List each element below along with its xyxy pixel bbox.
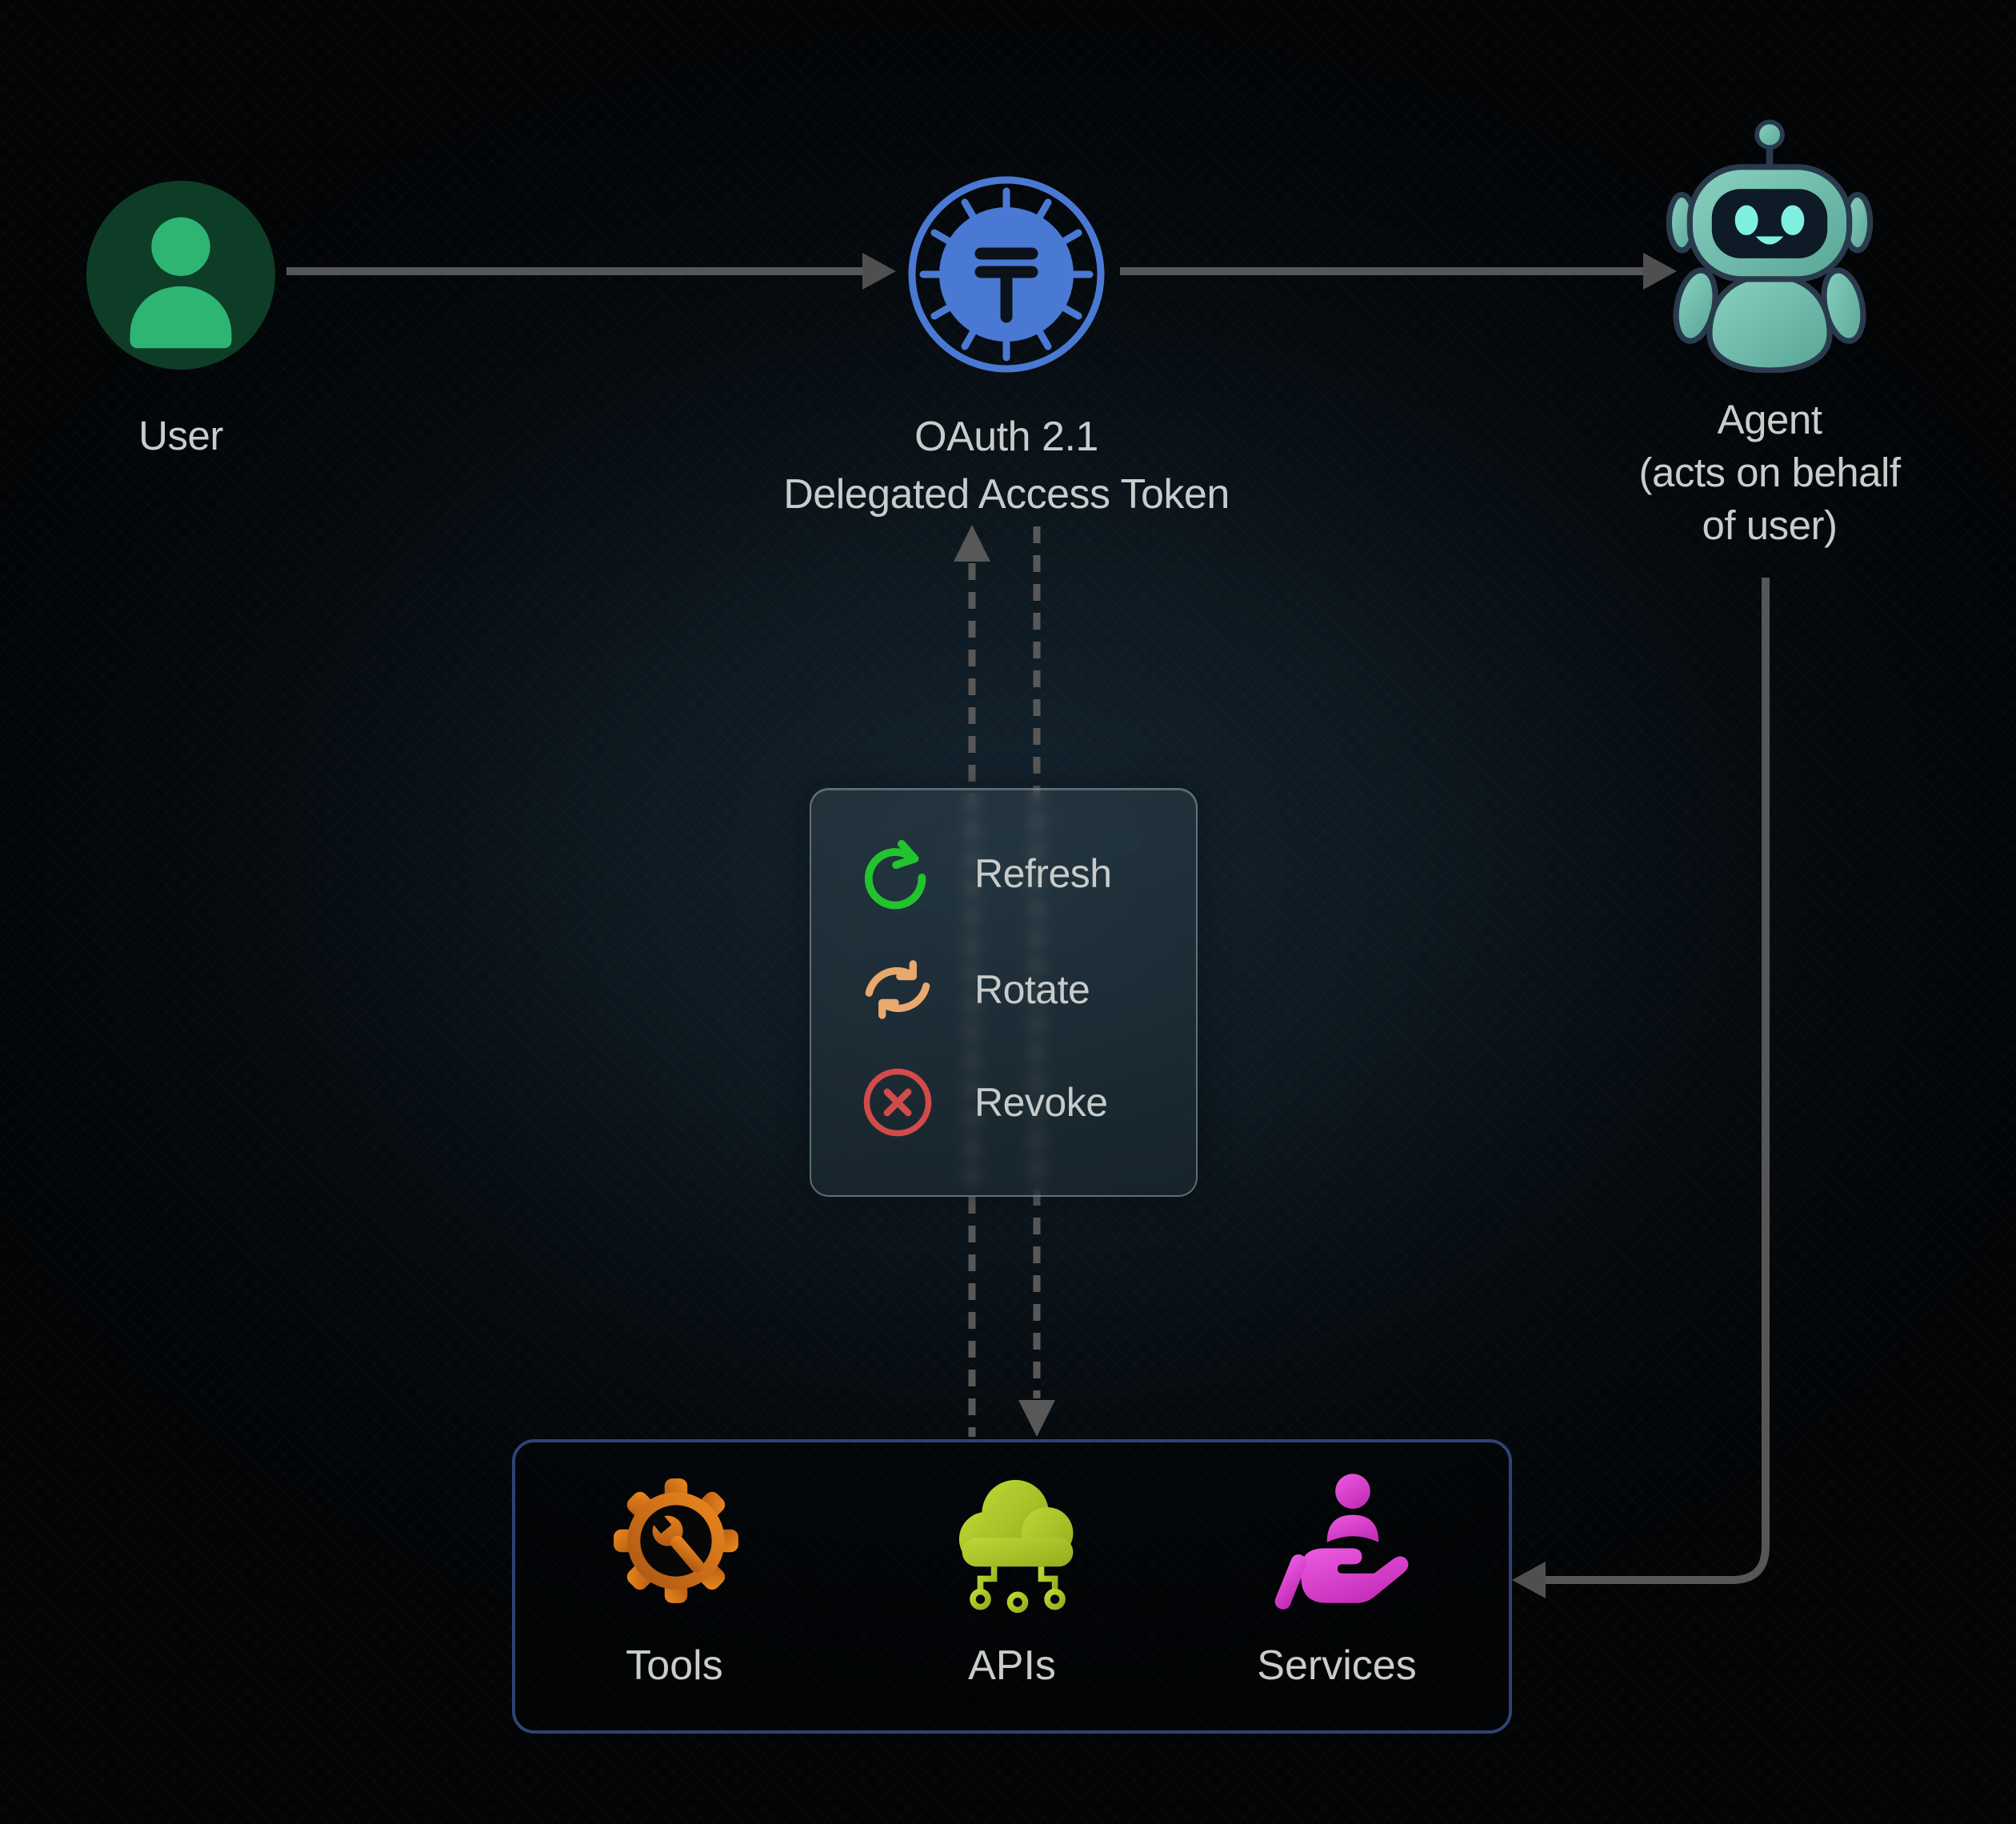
services-label: Services [1257,1642,1417,1689]
token-label-line2: Delegated Access Token [783,471,1230,518]
user-icon [86,180,276,370]
agent-label-line1: Agent [1717,397,1822,442]
agent-robot-icon [1666,119,1874,374]
services-hand-icon [1262,1463,1414,1615]
revoke-icon [858,1062,938,1142]
apis-cloud-icon [942,1463,1094,1615]
token-node [902,170,1110,382]
revoke-label: Revoke [974,1080,1108,1125]
tools-gear-icon [600,1465,752,1617]
agent-label-line2: (acts on behalf [1638,450,1901,495]
agent-label-line3: of user) [1702,502,1838,548]
user-node [86,180,276,374]
arrow-agent-to-resources [1512,578,1770,1598]
refresh-icon [858,834,938,914]
agent-node [1666,118,1874,377]
arrow-user-to-token [286,253,896,290]
token-label-line1: OAuth 2.1 [914,414,1098,460]
rotate-label: Rotate [974,967,1090,1012]
oauth-token-icon [908,176,1105,373]
user-label: User [138,413,223,458]
apis-label: APIs [968,1642,1056,1689]
tools-label: Tools [626,1642,723,1689]
arrow-token-to-agent [1120,253,1677,290]
rotate-icon [858,950,938,1030]
token-lifecycle-panel [810,788,1198,1197]
refresh-label: Refresh [974,851,1112,896]
